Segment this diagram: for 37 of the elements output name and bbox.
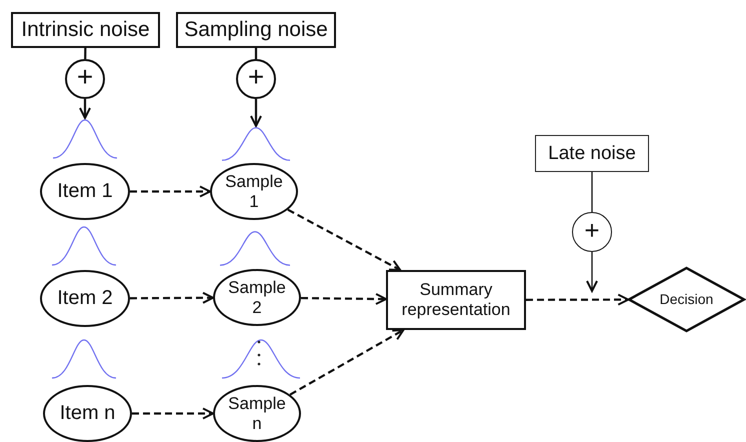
node-label: Item 1 [57,180,113,203]
plus-sign: + [584,217,600,243]
arrow [526,294,630,306]
process-box [176,12,336,48]
connector-line [84,48,86,60]
node-label: Late noise [548,142,636,164]
sum-circle [236,59,276,99]
bell-curve [222,126,290,162]
sum-circle [65,59,105,99]
arrow [132,408,214,420]
arrow [250,99,262,127]
node-label: Summary representation [400,280,512,320]
plus-sign: + [248,63,264,91]
arrow [79,99,91,119]
node-label: Item n [60,402,116,425]
node-label: Sampling noise [184,18,328,42]
process-box [535,135,649,172]
bell-curve [53,118,117,160]
sum-circle [572,212,612,252]
arrow [130,292,214,304]
node-label: Sample 1 [224,172,284,212]
arrow [586,252,598,292]
node-label: Intrinsic noise [21,18,150,42]
connector-line [254,48,258,59]
node-label: Sample 2 [227,278,287,318]
node-label: Item 2 [57,287,113,310]
arrow [130,186,211,198]
process-box [386,270,526,330]
connector-line [591,172,593,212]
arrow [300,293,387,305]
arrow [289,329,404,396]
process-box [11,12,160,48]
arrow [287,208,402,271]
node-label: Decision [660,291,714,308]
decision-diamond [628,267,745,332]
node-label: Sample n [227,394,287,434]
plus-sign: + [76,63,94,91]
